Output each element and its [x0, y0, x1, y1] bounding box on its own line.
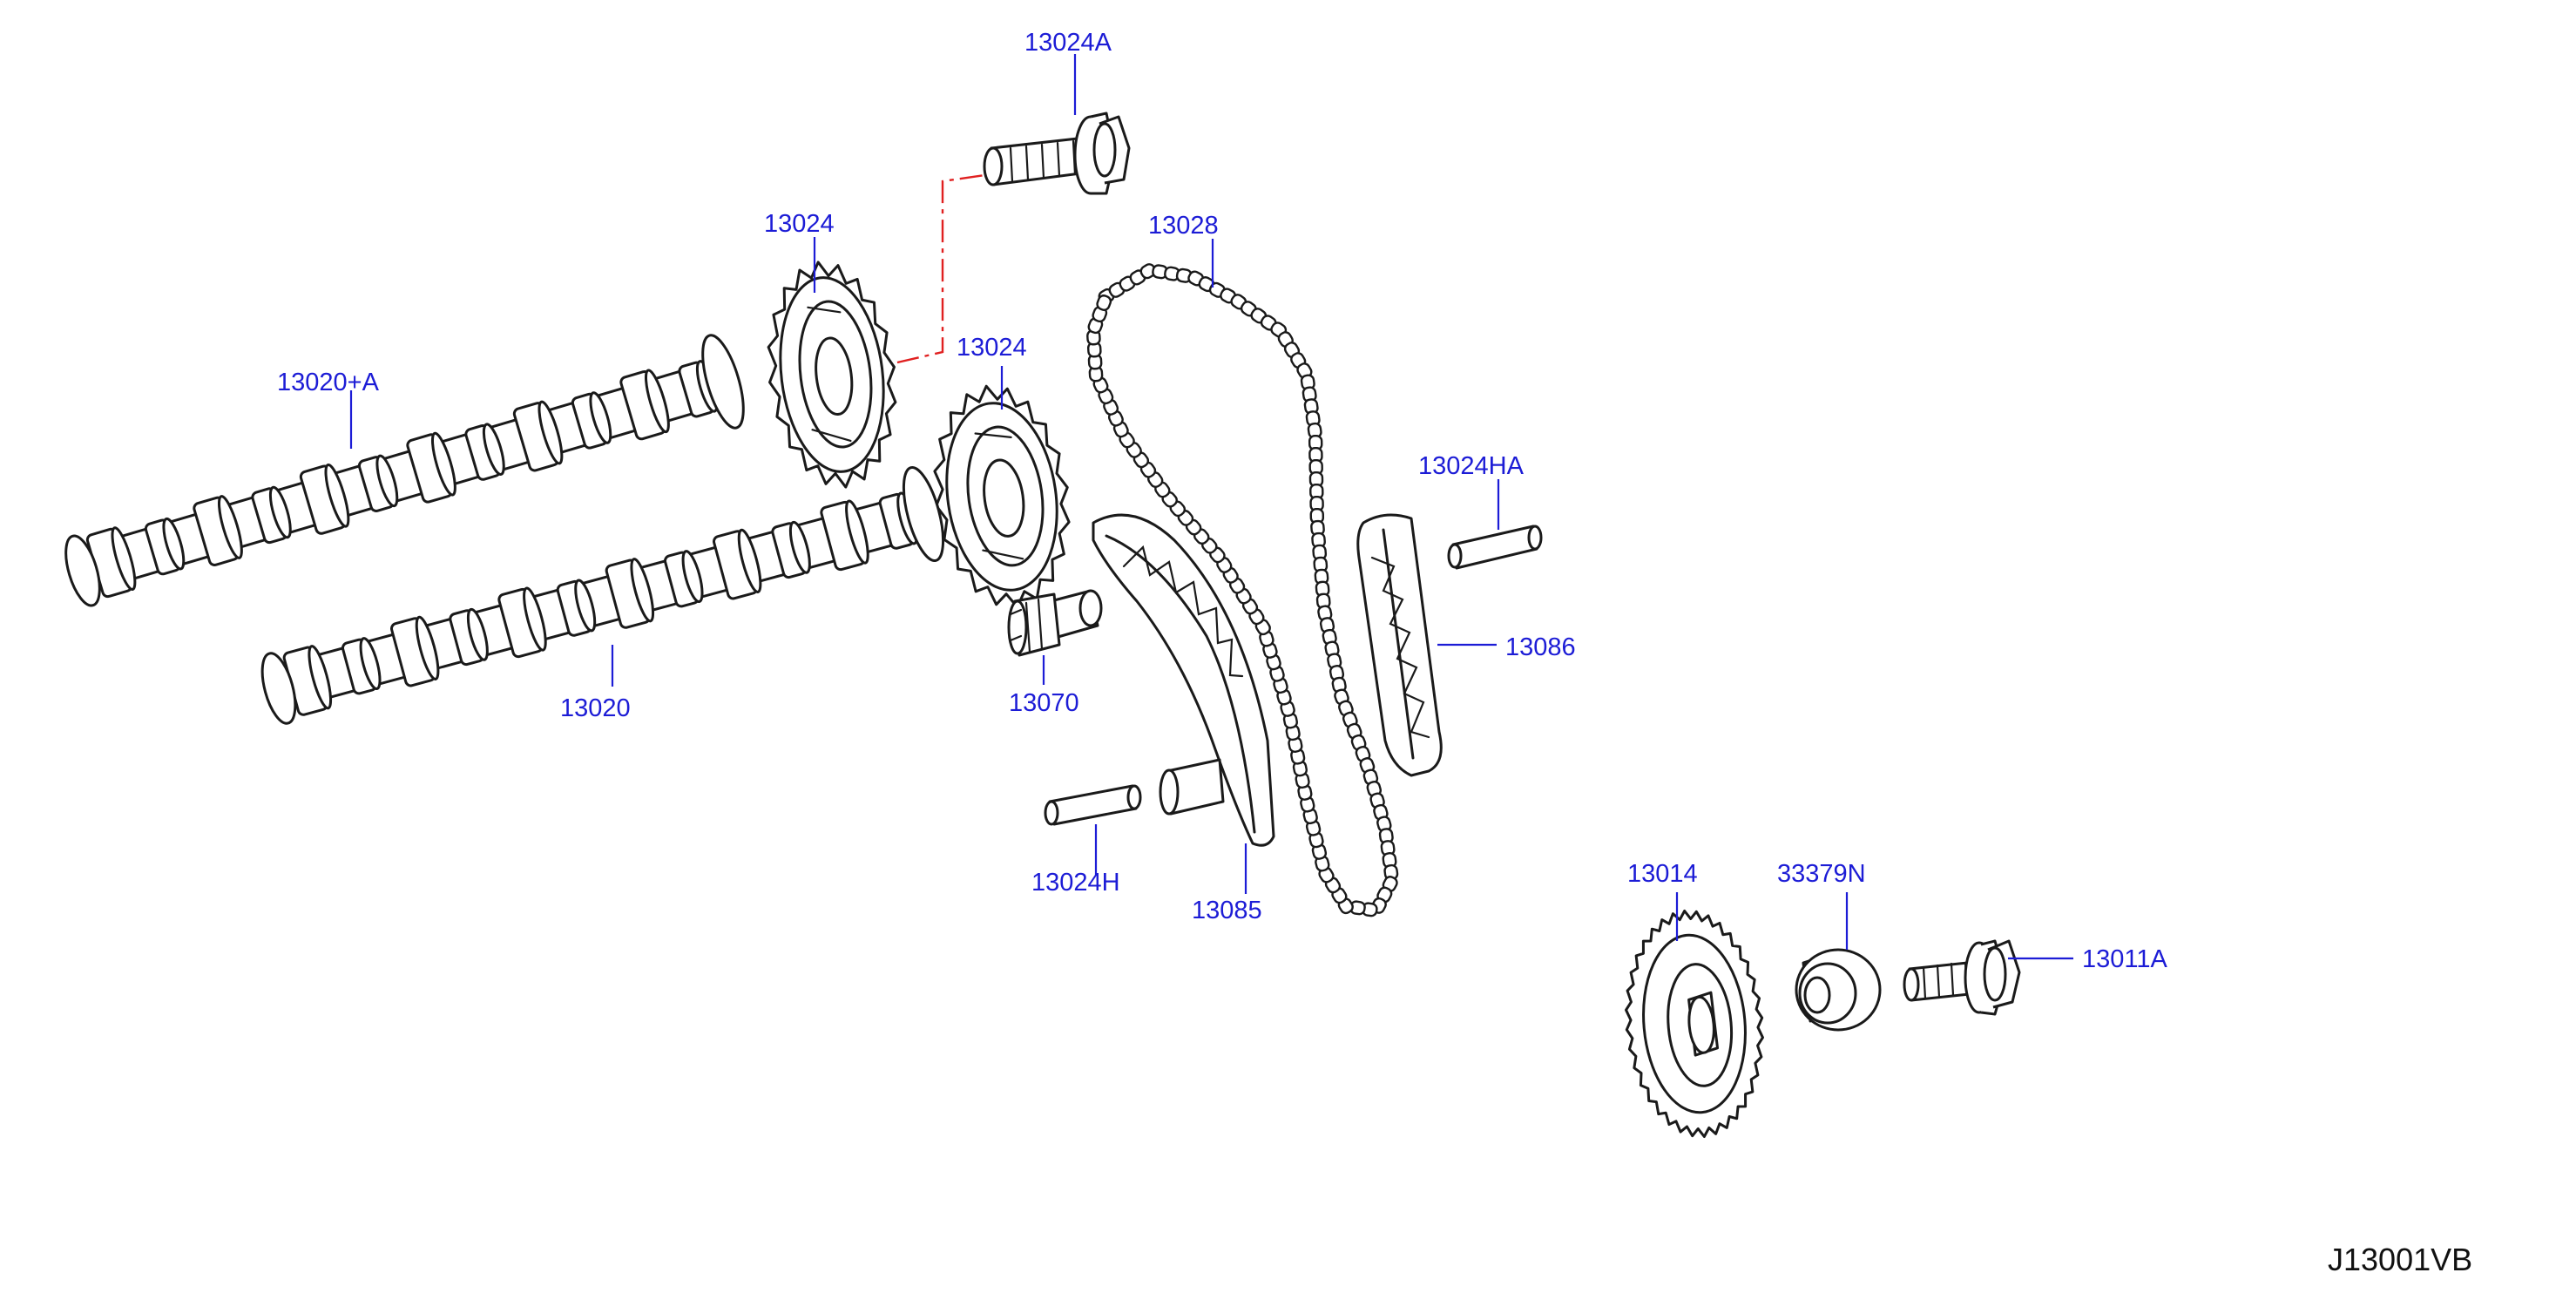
bolt-top-13024a	[983, 112, 1131, 195]
callout-13085: 13085	[1192, 897, 1262, 924]
pin-13024h	[1044, 784, 1142, 826]
chain-tensioner-13070	[1007, 589, 1103, 657]
callout-labels: 13024A 13024 13024 13028 13020+A 13020 1…	[277, 29, 2167, 973]
sprocket-lower-13024	[933, 384, 1071, 609]
exhaust-camshaft-13020a	[64, 334, 745, 607]
tension-guide-13086	[1356, 513, 1443, 777]
callout-13024h: 13024H	[1031, 869, 1120, 897]
callout-13024-upper: 13024	[764, 210, 835, 238]
pin-13024ha	[1447, 525, 1543, 570]
callout-13028: 13028	[1148, 212, 1219, 240]
timing-chain-13028	[1086, 263, 1399, 917]
callout-13020: 13020	[560, 694, 631, 722]
callout-33379n: 33379N	[1777, 860, 1866, 888]
callout-13014: 13014	[1627, 860, 1698, 888]
sprocket-upper-13024	[767, 261, 897, 489]
callout-13020a: 13020+A	[277, 369, 380, 396]
bolt-centerline	[896, 168, 1022, 364]
callout-13024-lower: 13024	[957, 334, 1027, 362]
spacer-33379n	[1795, 948, 1882, 1032]
slack-guide-13085	[1092, 513, 1275, 847]
callout-13086: 13086	[1505, 633, 1576, 661]
callout-13011a: 13011A	[2082, 945, 2167, 973]
callout-leaders	[349, 54, 2073, 960]
crank-sprocket-13014	[1625, 909, 1764, 1139]
diagram-reference-code: J13001VB	[2328, 1242, 2472, 1277]
callout-13024a: 13024A	[1024, 29, 1112, 57]
callout-13070: 13070	[1009, 689, 1079, 717]
intake-camshaft-13020	[260, 466, 945, 725]
callout-13024ha: 13024HA	[1418, 452, 1525, 480]
bolt-bottom-13011a	[1903, 939, 2021, 1016]
